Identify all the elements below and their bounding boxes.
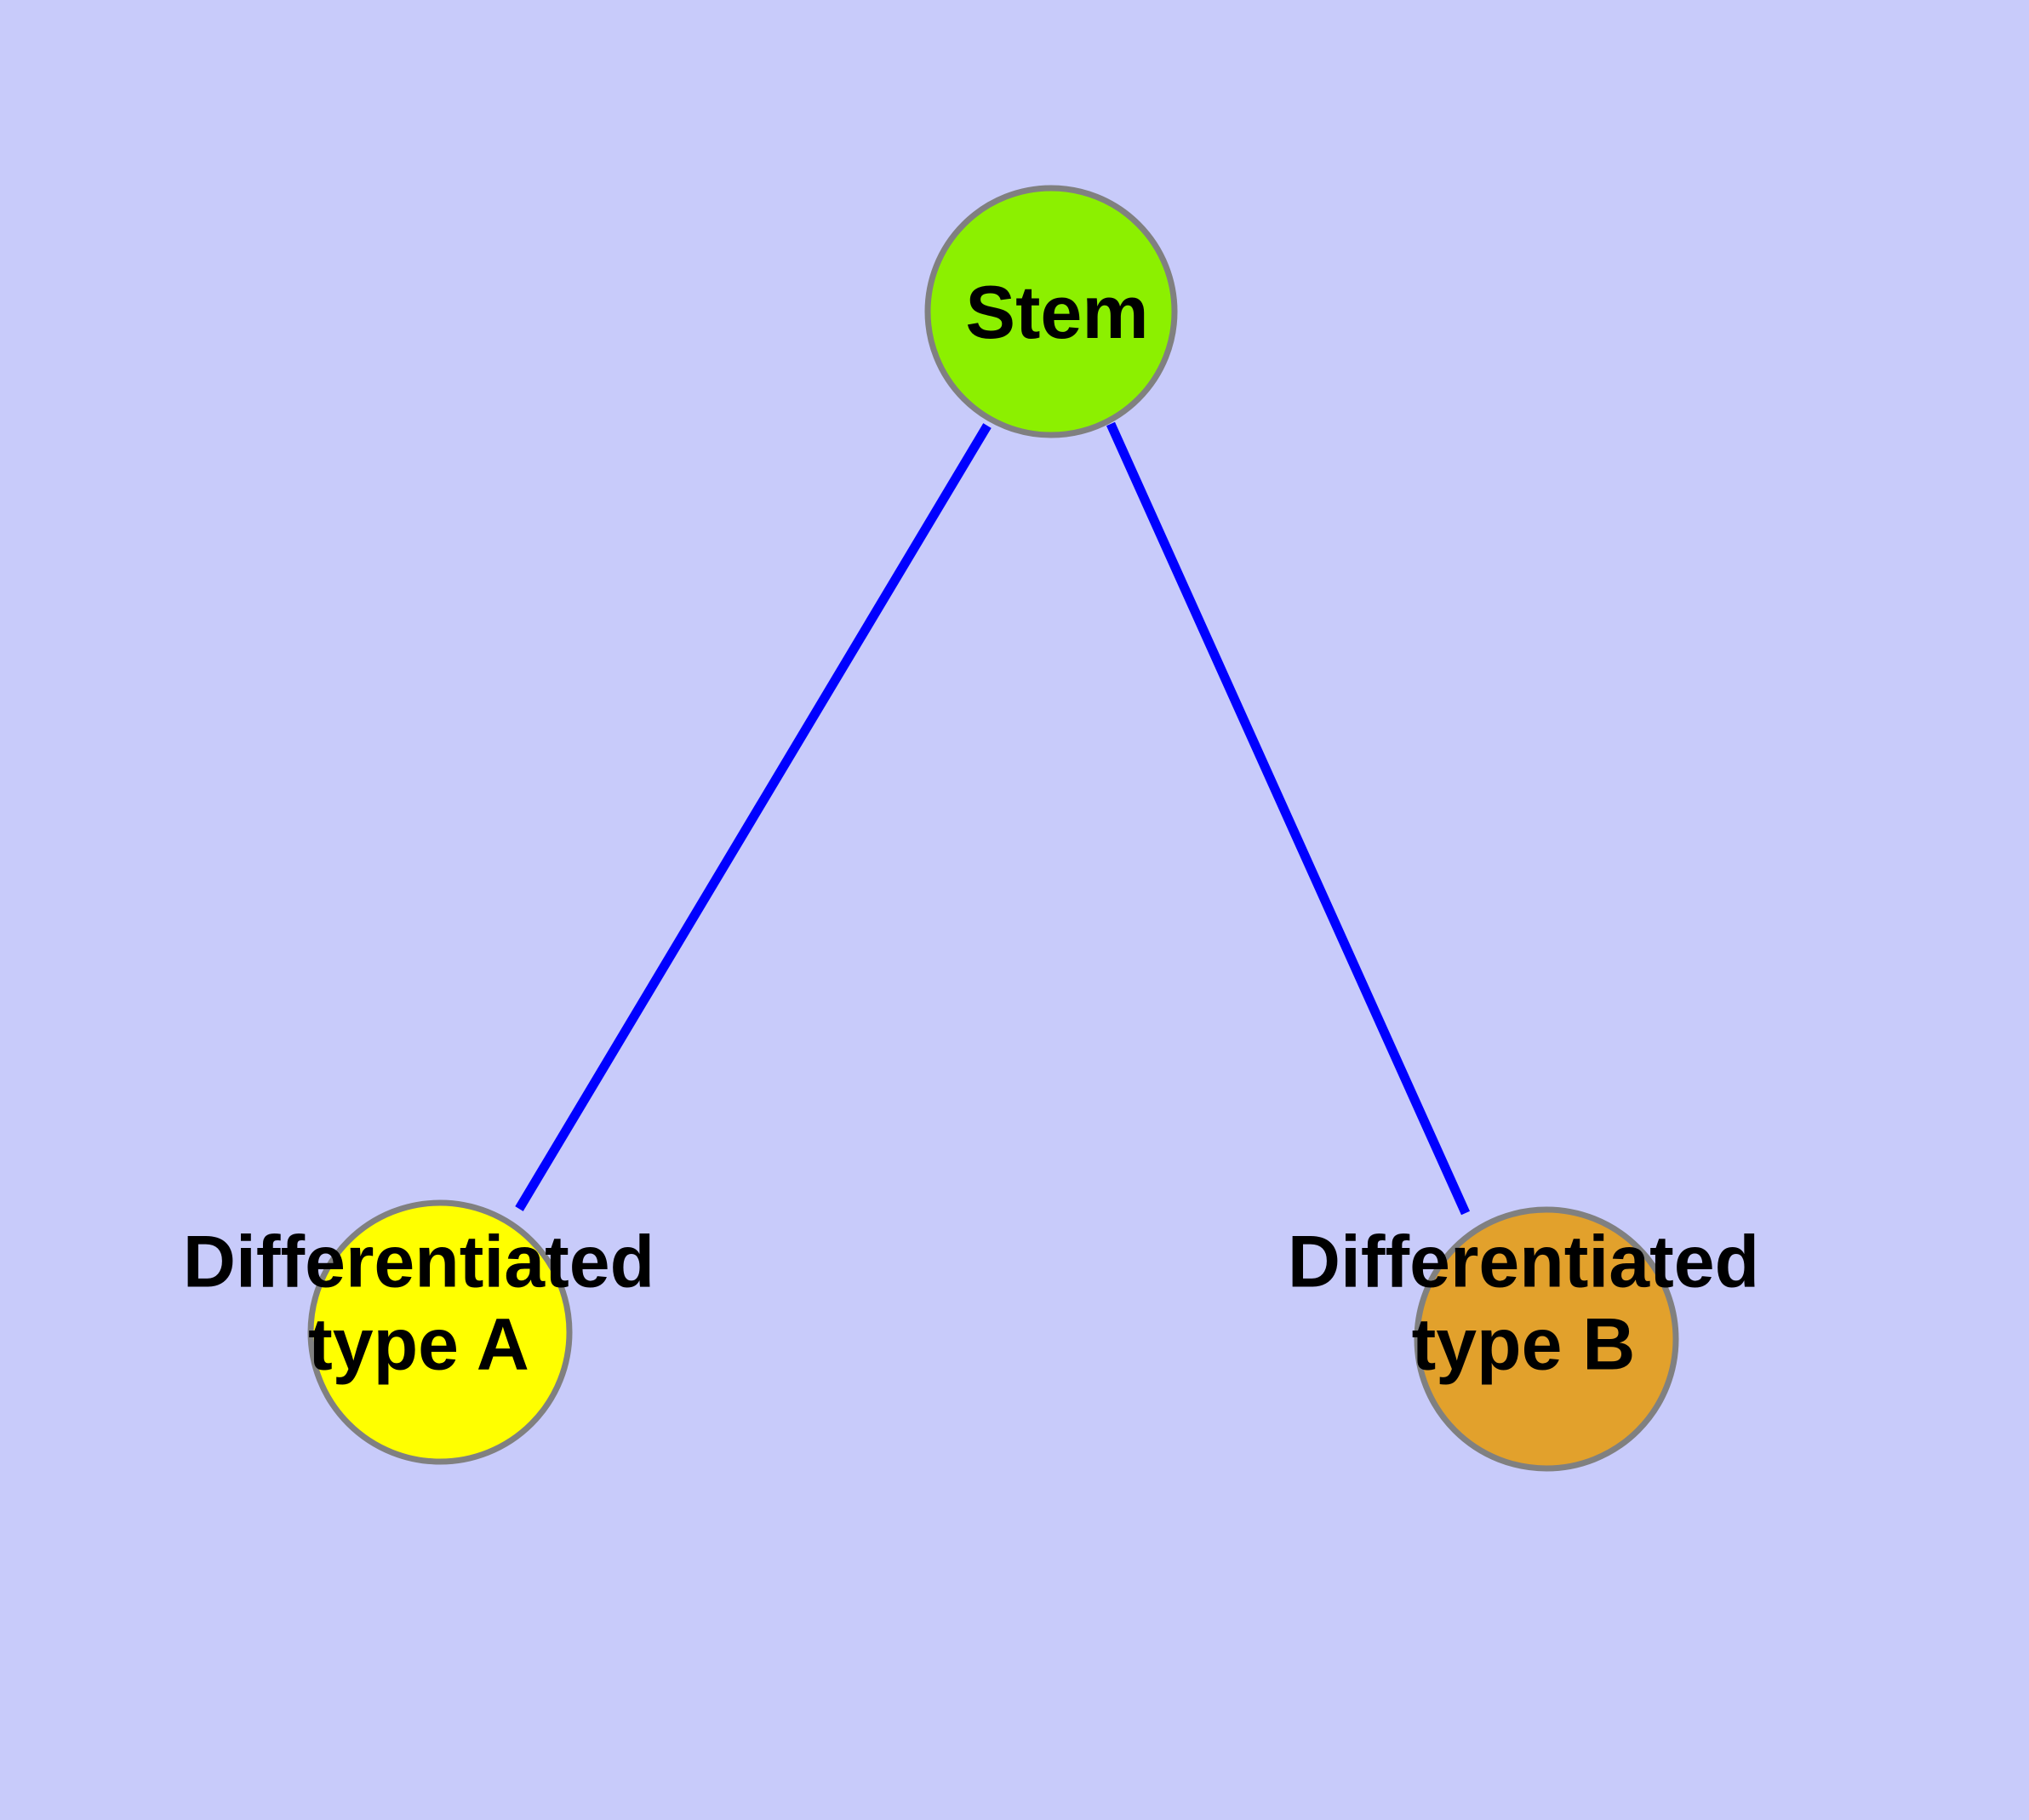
node-diff_a[interactable] (307, 1199, 573, 1465)
node-label-line: Stem (965, 270, 1148, 354)
node-stem[interactable] (924, 185, 1178, 438)
node-diff_b[interactable] (1414, 1206, 1679, 1472)
node-label-line: type A (308, 1304, 529, 1386)
edge-stem-to-diff_b (1106, 421, 1471, 1216)
edges-layer (515, 421, 1471, 1216)
node-label-line: Differentiated (1288, 1222, 1759, 1303)
node-label-stem: Stem (965, 270, 1148, 354)
node-label-line: type B (1412, 1304, 1636, 1386)
nodes-layer (307, 185, 1679, 1472)
node-label-line: Differentiated (183, 1222, 654, 1303)
edge-stem-to-diff_a (515, 423, 992, 1211)
